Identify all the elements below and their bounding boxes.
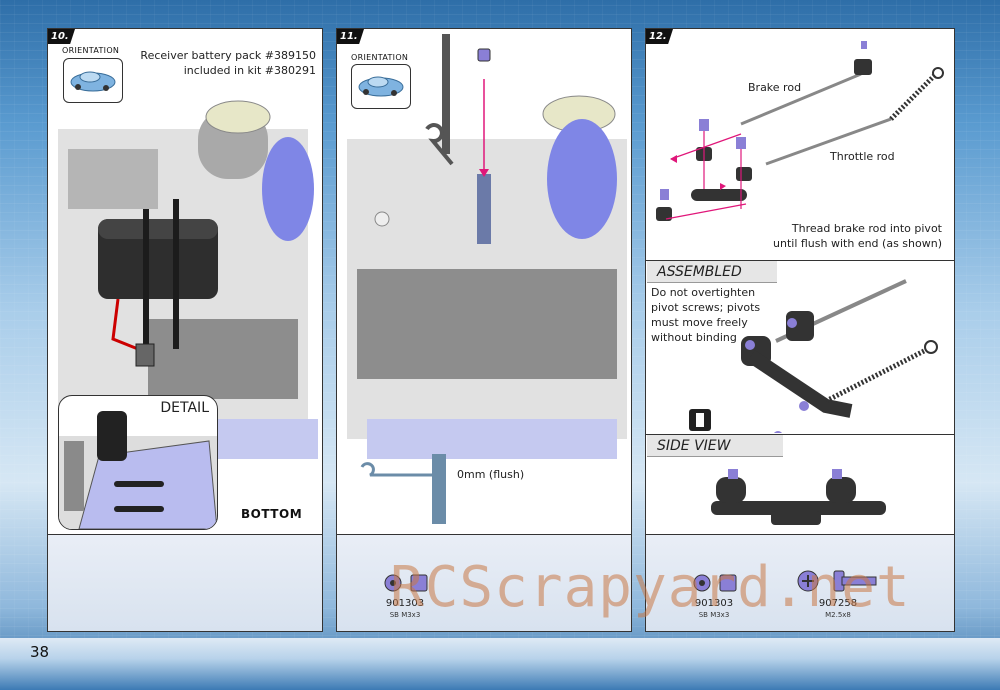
divider (646, 260, 954, 261)
thread-note-line-2: until flush with end (as shown) (773, 237, 942, 250)
divider (646, 434, 954, 435)
assembled-note-line: pivot screws; pivots (651, 301, 761, 314)
assembled-linkage-illustration (689, 279, 938, 433)
part-desc: SB M3x3 (698, 611, 730, 619)
orientation-box (351, 64, 411, 109)
assembled-note-line: without binding (651, 331, 737, 344)
part-code: 907258 (818, 598, 858, 609)
page-number: 38 (30, 643, 50, 661)
throttle-rod-label: Throttle rod (830, 150, 895, 163)
bottom-band (0, 638, 1000, 690)
orientation-label: ORIENTATION (351, 53, 409, 62)
step-12-panel: 12. Brake rod Throttle rod Thread brake … (645, 28, 955, 632)
bottom-label: BOTTOM (241, 507, 303, 521)
orientation-box (63, 58, 123, 103)
detail-label: DETAIL (160, 400, 209, 416)
step-11-illustration (347, 34, 627, 524)
flush-label: 0mm (flush) (457, 468, 525, 481)
screw-part-icon (693, 574, 737, 592)
note-line-2: included in kit #380291 (183, 64, 316, 77)
part-desc: SB M3x3 (389, 611, 421, 619)
assembled-note-line: Do not overtighten (651, 286, 756, 299)
detail-callout: DETAIL (58, 395, 218, 530)
brake-rod-label: Brake rod (748, 81, 802, 94)
step-11-badge: 11. (337, 29, 364, 44)
step-10-badge: 10. (48, 29, 75, 44)
step-10-parts-area (48, 534, 322, 631)
flush-diagram (360, 454, 446, 524)
step-11-parts-area: 901303 SB M3x3 (337, 534, 631, 631)
side-view-illustration (711, 469, 886, 525)
assembled-view-tab: ASSEMBLED VIEW (647, 261, 777, 283)
part-desc: M2.5x8 (825, 611, 851, 619)
thread-note: Thread brake rod into pivot until flush … (746, 221, 942, 251)
orientation-label: ORIENTATION (62, 46, 120, 55)
no-overtighten-icon (689, 409, 711, 431)
long-screw-part-icon (797, 570, 877, 592)
thread-note-line-1: Thread brake rod into pivot (791, 222, 942, 235)
part-code: 901303 (694, 598, 734, 609)
assembled-note: Do not overtighten pivot screws; pivots … (651, 285, 760, 345)
side-view-tab: SIDE VIEW (647, 435, 783, 457)
exploded-linkage-illustration (656, 41, 944, 221)
screw-part-icon (384, 574, 428, 592)
receiver-battery-note: Receiver battery pack #389150 included i… (138, 48, 316, 78)
step-12-badge: 12. (646, 29, 673, 44)
detail-illustration (59, 411, 217, 529)
assembled-note-line: must move freely (651, 316, 748, 329)
watermark-text: RCScrapyard.net (390, 555, 911, 620)
car-orientation-icon (358, 76, 404, 97)
battery-pack (98, 199, 218, 367)
step-10-panel: 10. ORIENTATION Receiver battery pack #3… (47, 28, 323, 632)
note-line-1: Receiver battery pack #389150 (140, 49, 316, 62)
step-12-parts-area: 901303 SB M3x3 907258 M2.5x8 (646, 534, 954, 631)
part-code: 901303 (385, 598, 425, 609)
car-orientation-icon (70, 71, 116, 92)
step-11-panel: 11. ORIENTATION 0mm (flush) 9 (336, 28, 632, 632)
